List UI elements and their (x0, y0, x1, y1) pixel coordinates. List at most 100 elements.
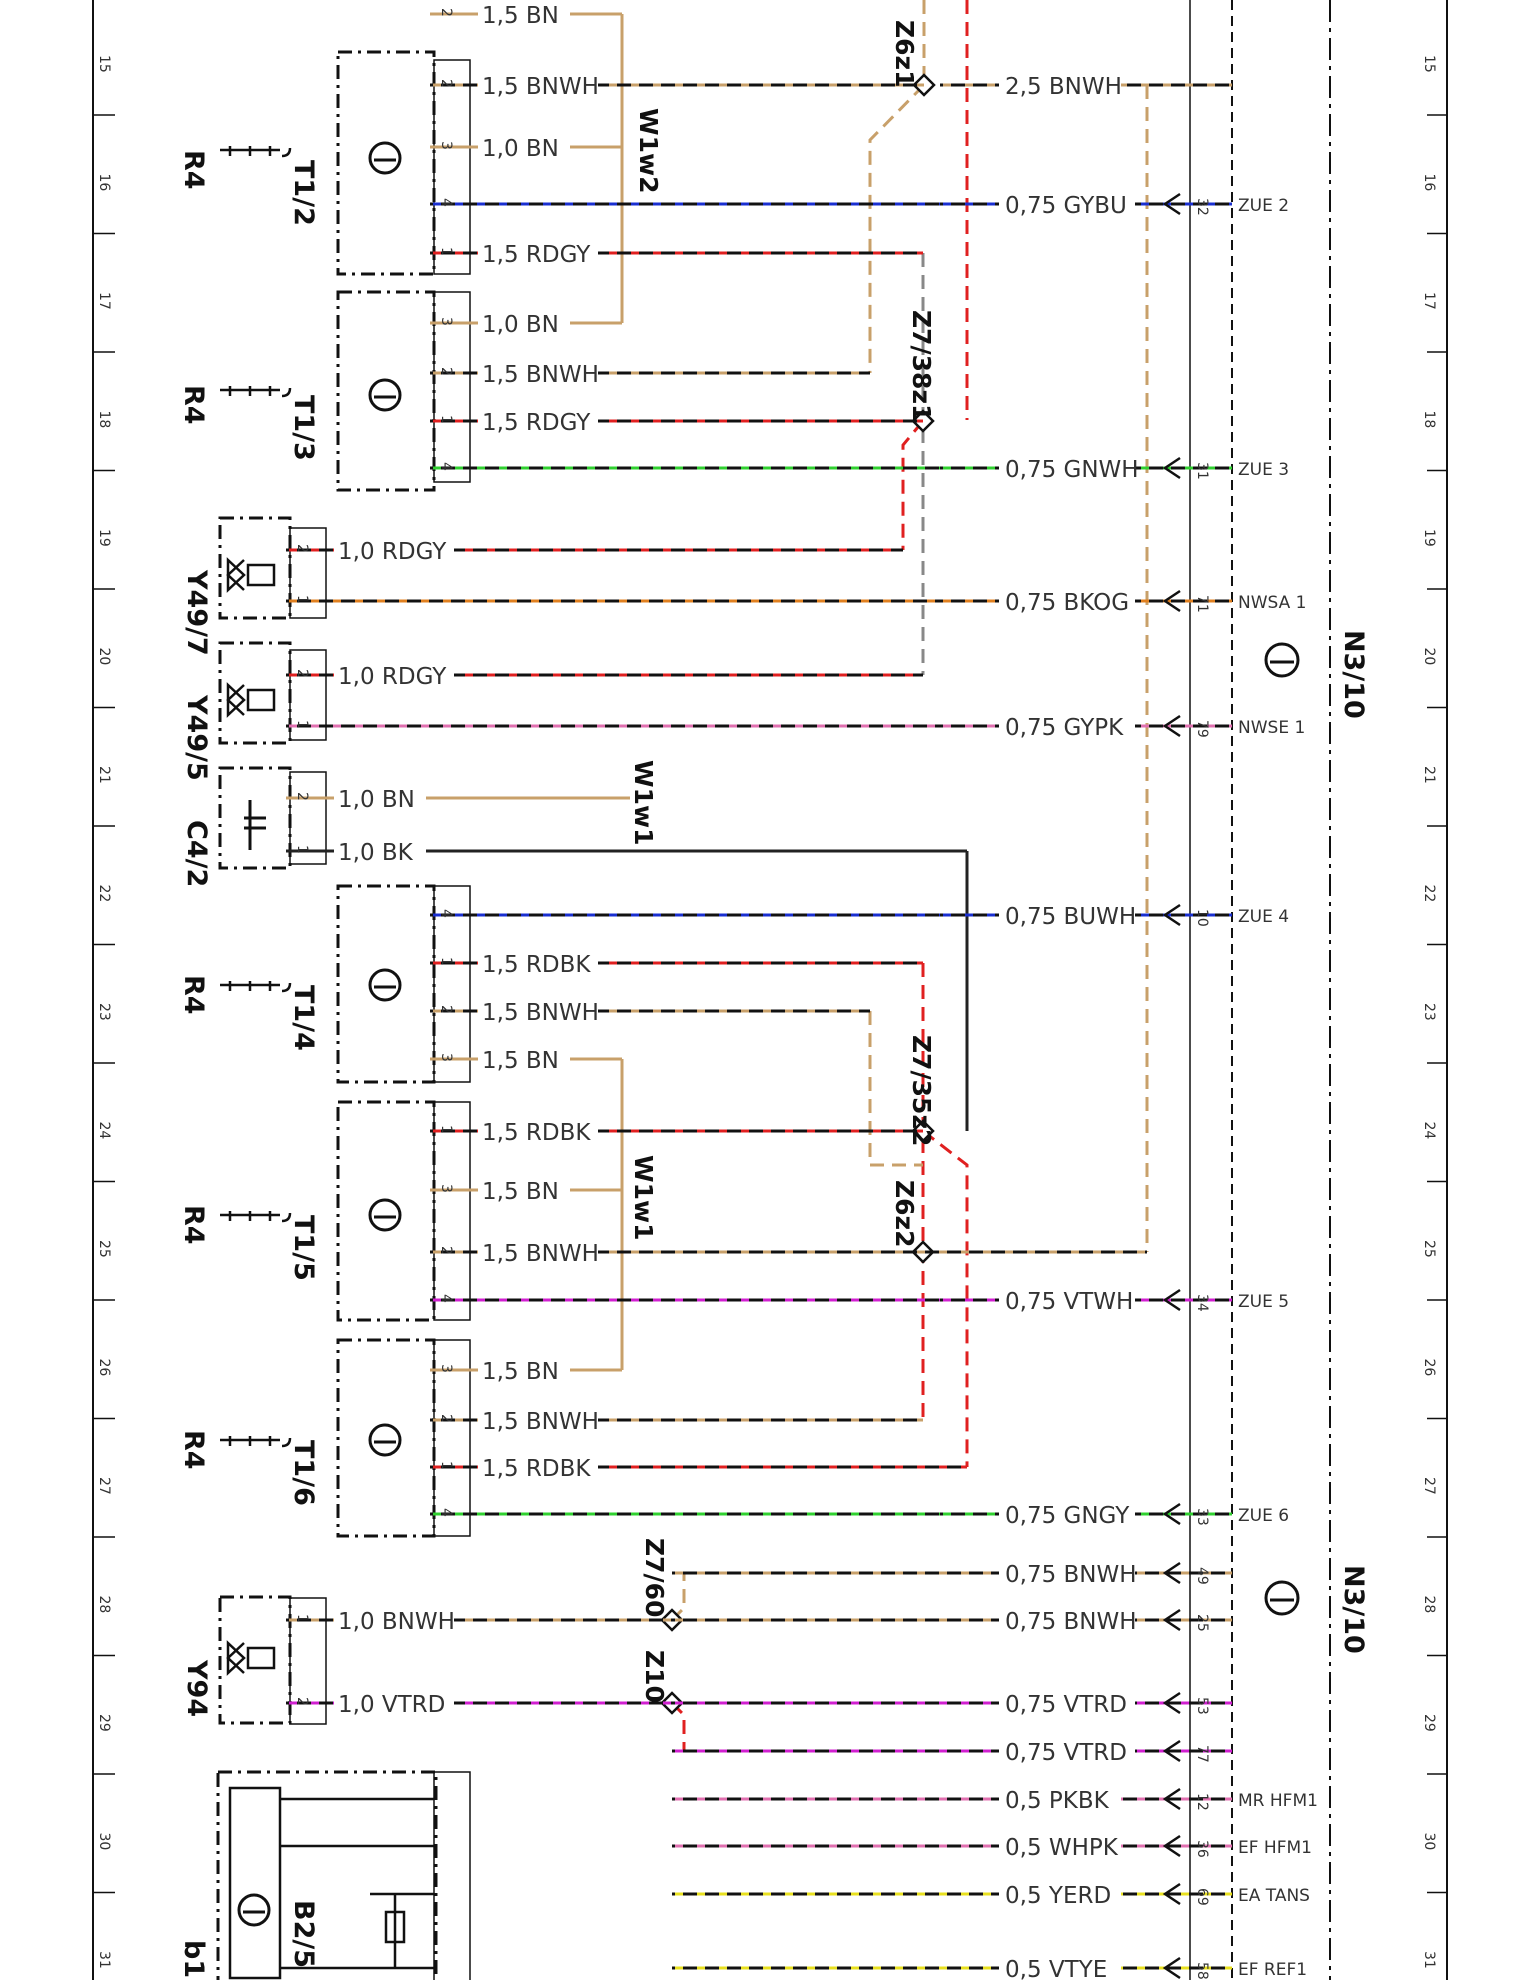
grid-row-label-right: 31 (1421, 1951, 1437, 1969)
wire-label: 1,5 BNWH (482, 74, 599, 100)
pin-number: 12 (1194, 1793, 1210, 1811)
grid-row-label-left: 21 (96, 766, 112, 784)
pin-number: 32 (1194, 198, 1210, 216)
wire-label-bg (999, 453, 1135, 481)
pin-number: 25 (1194, 1614, 1210, 1632)
b2-5-internals (228, 1786, 434, 1980)
wire-label: 1,5 BN (482, 1179, 559, 1205)
component-sub-label: R4 (178, 385, 209, 425)
arrow-icon (1162, 1739, 1181, 1763)
grid-row-label-left: 24 (96, 1122, 112, 1140)
wire-label: 1,0 BNWH (338, 1609, 455, 1635)
wire-label: 1,0 VTRD (338, 1692, 445, 1718)
wire-label: 0,75 VTWH (1005, 1289, 1133, 1315)
arrow-icon (1162, 1561, 1181, 1585)
splice-label: Z7/35z2 (907, 1035, 936, 1146)
grid-row-label-left: 19 (96, 529, 112, 547)
grid-row-label-left: 16 (96, 174, 112, 192)
component-label: C4/2 (181, 820, 212, 887)
wire-label-bg (999, 1285, 1135, 1313)
signal-bg (1236, 1504, 1297, 1524)
pin-number: 58 (1194, 1962, 1210, 1980)
grid-row-label-left: 20 (96, 648, 112, 666)
wire-label-bg (478, 1355, 570, 1383)
pin-number: 1 (438, 957, 454, 966)
component-sub-label: R4 (178, 1430, 209, 1470)
frame (92, 0, 1448, 1980)
signal-name: MR HFM1 (1238, 1791, 1318, 1811)
wire-label-bg (334, 535, 454, 563)
wire-label: 1,5 BN (482, 3, 559, 29)
arrow-icon (1162, 192, 1181, 216)
grid-row-label-right: 29 (1421, 1714, 1437, 1732)
grid-row-label-left: 17 (96, 292, 112, 310)
splice-label: Z10 (640, 1650, 669, 1703)
wire-label-bg (478, 948, 598, 976)
pin-number: 4 (438, 1294, 454, 1303)
wire-label: 0,75 VTRD (1005, 1692, 1127, 1718)
wire-label-bg (999, 1736, 1135, 1764)
grid-row-label-right: 26 (1421, 1359, 1437, 1377)
component-sub-label: R4 (178, 150, 209, 190)
grid-row-label-right: 21 (1421, 766, 1437, 784)
pin-number: 1 (294, 845, 310, 854)
pin-number: 4 (438, 462, 454, 471)
wire-label-bg (478, 70, 598, 98)
grid-row-label-right: 24 (1421, 1122, 1437, 1140)
pin-number: 3 (438, 317, 454, 326)
module-label: N3/10 (1338, 1565, 1369, 1654)
grid-row-label-left: 22 (96, 885, 112, 903)
grid-row-label-left: 29 (96, 1714, 112, 1732)
pin-number: 2 (438, 1005, 454, 1014)
signal-name: EF HFM1 (1238, 1838, 1312, 1858)
wire-label-bg (478, 238, 598, 266)
signal-bg (1236, 905, 1297, 925)
arrow-icon (1162, 1834, 1181, 1858)
component-label: T1/5 (288, 1215, 319, 1281)
wire-label-bg (334, 660, 454, 688)
signal-name: ZUE 6 (1238, 1506, 1289, 1526)
wire-label-bg (334, 1688, 454, 1716)
wire-label: 1,5 BN (482, 1359, 559, 1385)
component-label: Y49/5 (181, 694, 212, 781)
pin-number: 10 (1194, 909, 1210, 927)
pin-number: 3 (438, 141, 454, 150)
pin-number: 4 (438, 198, 454, 207)
wire-label: 1,5 RDBK (482, 952, 591, 978)
wire-label: 1,5 RDGY (482, 410, 591, 436)
grid-row-label-right: 17 (1421, 292, 1437, 310)
capacitor-icon (244, 800, 266, 850)
splice-label: Z7/38z1 (907, 310, 936, 421)
arrow-icon (1162, 1691, 1181, 1715)
wire-label-bg (478, 1044, 570, 1072)
wire-label-bg (334, 836, 426, 864)
wire-label: 0,75 BUWH (1005, 904, 1136, 930)
signal-name: ZUE 5 (1238, 1292, 1289, 1312)
wire-label: 1,0 RDGY (338, 539, 447, 565)
component-sub-label: R4 (178, 1205, 209, 1245)
wire-label: 2,5 BNWH (1005, 74, 1122, 100)
wire-label: 0,75 VTRD (1005, 1740, 1127, 1766)
signal-name: NWSE 1 (1238, 718, 1305, 738)
pin-number: 3 (438, 1053, 454, 1062)
component-label: T1/2 (288, 160, 319, 226)
arrow-icon (1162, 1608, 1181, 1632)
grid-row-label-right: 18 (1421, 411, 1437, 429)
grid-row-label-right: 20 (1421, 648, 1437, 666)
arrow-icon (1162, 1502, 1181, 1526)
signal-bg (1236, 458, 1297, 478)
